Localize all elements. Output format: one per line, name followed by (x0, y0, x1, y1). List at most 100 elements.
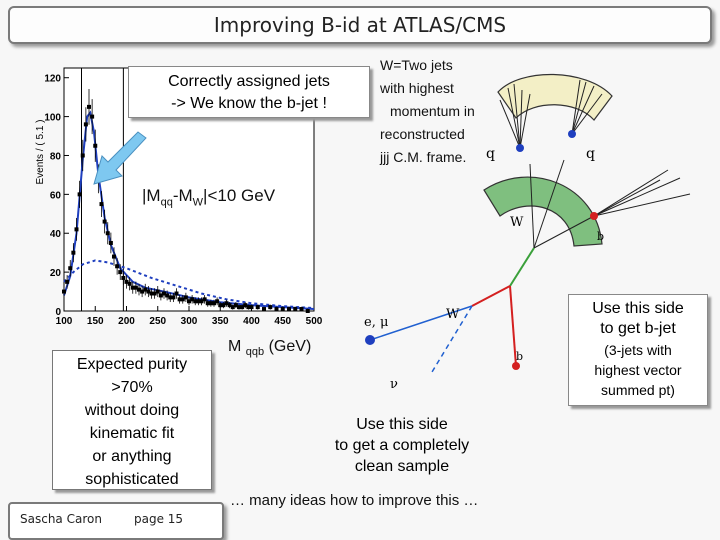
x-label-unit: (GeV) (268, 338, 312, 355)
cut-suffix: |<10 GeV (203, 186, 276, 205)
bjet-line3: (3-jets with (604, 342, 672, 358)
w-definition: W=Two jets with highest momentum in reco… (380, 54, 500, 169)
data-point (102, 219, 107, 224)
y-axis-label: Events / ( 5.1 ) (35, 119, 46, 184)
b-jet-right (593, 169, 691, 217)
data-point (165, 293, 170, 298)
purity-box: Expected purity >70% without doing kinem… (52, 350, 212, 490)
data-point (93, 143, 98, 148)
cut-sub-qq: qq (160, 196, 173, 209)
w-def-line3: momentum in (390, 103, 475, 119)
data-point (274, 307, 279, 312)
data-point (237, 305, 241, 310)
data-point (83, 122, 88, 127)
label-q2: q (586, 146, 595, 162)
data-point (174, 291, 179, 296)
title-bar: Improving B-id at ATLAS/CMS (8, 6, 712, 44)
data-point (168, 295, 173, 300)
data-point (190, 297, 195, 302)
data-point (293, 307, 298, 312)
data-point (146, 289, 151, 294)
data-point (62, 289, 66, 294)
b-line-lower (509, 285, 517, 367)
data-point (99, 202, 104, 207)
bjet-box: Use this side to get b-jet (3-jets with … (568, 294, 708, 406)
data-point (199, 299, 204, 304)
lepton-dot (365, 335, 375, 345)
data-point (227, 303, 232, 308)
x-tick-label: 250 (149, 316, 166, 327)
y-tick-label: 0 (55, 307, 61, 318)
data-point (287, 307, 291, 312)
data-point (80, 153, 85, 158)
data-point (137, 287, 141, 292)
bjet-line2: to get b-jet (600, 320, 676, 337)
callout-line2: -> We know the b-jet ! (171, 95, 327, 112)
w-def-line5: jjj C.M. frame. (380, 149, 467, 165)
data-point (205, 301, 210, 306)
data-point (90, 114, 95, 119)
x-tick-label: 500 (306, 316, 323, 327)
page-number: page 15 (134, 512, 184, 526)
clean-line2: to get a completely (334, 437, 470, 454)
data-point (68, 266, 73, 271)
x-tick-label: 200 (118, 316, 135, 327)
x-label-sub: qqb (245, 346, 265, 359)
peak-arrow (93, 131, 147, 185)
cut-mid: -M (172, 186, 193, 205)
data-point (299, 307, 304, 312)
y-tick-label: 20 (50, 268, 62, 279)
purity-line5: or anything (92, 448, 172, 465)
x-tick-label: 450 (274, 316, 291, 327)
purity-line2: >70% (111, 379, 153, 396)
data-point (162, 291, 166, 296)
purity-line3: without doing (84, 402, 180, 419)
y-tick-label: 120 (44, 74, 61, 85)
cut-sub-w: W (192, 196, 204, 209)
label-lepton: e, μ (364, 315, 388, 330)
data-point (180, 297, 185, 302)
data-point (74, 227, 79, 232)
clean-line1: Use this side (356, 416, 448, 433)
data-point (105, 231, 110, 236)
cut-prefix: |M (142, 186, 161, 205)
slide-title: Improving B-id at ATLAS/CMS (213, 13, 507, 37)
data-point (171, 295, 176, 300)
y-tick-label: 100 (44, 113, 61, 124)
x-tick-label: 100 (56, 316, 73, 327)
mass-cut-label: |Mqq-MW|<10 GeV (142, 186, 275, 208)
data-point (212, 301, 216, 306)
callout-line1: Correctly assigned jets (168, 73, 330, 90)
data-point (208, 301, 213, 306)
bjet-line5: summed pt) (601, 382, 675, 398)
top-line (471, 285, 511, 307)
data-point (87, 104, 91, 109)
x-axis-label: M qqb (GeV) (228, 338, 311, 358)
data-point (155, 289, 160, 294)
data-point (193, 299, 198, 304)
background-curve (63, 259, 315, 310)
w-def-line1: W=Two jets (380, 57, 453, 73)
data-point (115, 264, 120, 269)
data-point (118, 270, 123, 275)
data-point (158, 293, 163, 298)
upper-jets (499, 79, 603, 149)
data-point (127, 281, 132, 286)
w-line (509, 247, 535, 287)
b-dot-upper (590, 212, 598, 220)
b-dot-lower (512, 362, 520, 370)
label-nu: ν (390, 377, 398, 390)
neutrino-line (431, 305, 473, 373)
data-point (305, 309, 310, 313)
data-point (121, 275, 126, 280)
data-point (108, 240, 113, 245)
event-diagram: q q W b b e, μ W ν (364, 73, 691, 390)
author-name: Sascha Caron (20, 512, 102, 526)
data-point (177, 297, 182, 302)
lepton-line (369, 305, 473, 341)
green-jet-arc (483, 176, 603, 247)
y-tick-label: 80 (50, 151, 62, 162)
bjet-line4: highest vector (594, 362, 682, 378)
data-point (65, 279, 70, 284)
data-point (224, 301, 229, 306)
